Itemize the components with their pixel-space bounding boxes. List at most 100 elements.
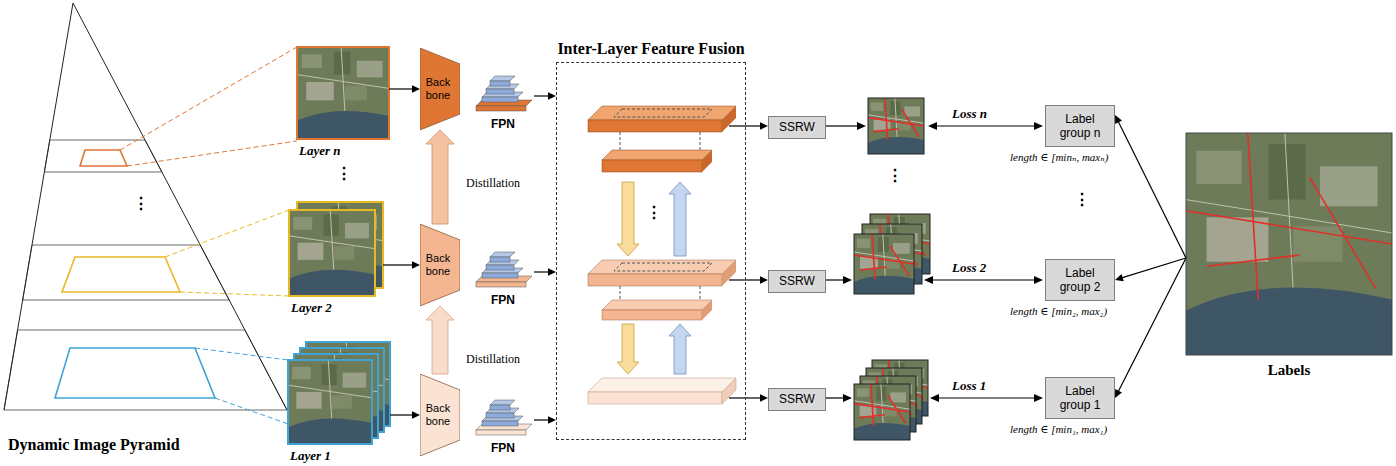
region-title: Inter-Layer Feature Fusion bbox=[517, 39, 785, 58]
output-wire bbox=[729, 279, 746, 280]
ellipsis: ⋮ bbox=[1074, 192, 1090, 208]
edge-label: Distillation bbox=[466, 176, 520, 191]
connector-line bbox=[534, 419, 549, 420]
connector-line bbox=[1122, 258, 1186, 278]
process-box: SSRW bbox=[768, 388, 826, 411]
tile-border bbox=[288, 360, 372, 444]
arrowhead bbox=[843, 276, 852, 284]
output-tile bbox=[854, 234, 914, 294]
process-box: SSRW bbox=[768, 270, 826, 293]
feature-plate bbox=[602, 160, 702, 172]
connector-line bbox=[534, 271, 549, 272]
output-arrow bbox=[826, 397, 844, 398]
layer-tile bbox=[289, 210, 375, 296]
feature-plate bbox=[602, 150, 712, 160]
layer-label: Layer 1 bbox=[290, 448, 331, 464]
figure-label: Dynamic Image Pyramid bbox=[8, 436, 180, 454]
pyramid-slab bbox=[0, 330, 290, 410]
box-label: Label group 2 bbox=[1056, 266, 1104, 295]
flow-arrow bbox=[534, 92, 556, 100]
labels-image: Labels bbox=[1186, 133, 1392, 379]
connector-line bbox=[383, 264, 413, 265]
ellipsis: ⋮ bbox=[336, 166, 352, 182]
length-range: length ∈ [min₁, max₁) bbox=[1010, 423, 1107, 436]
output-wire bbox=[729, 397, 746, 398]
connector-line bbox=[746, 125, 761, 126]
projection-line bbox=[700, 286, 701, 300]
flow-arrow bbox=[389, 85, 420, 93]
ssrw-outputs bbox=[826, 98, 1043, 440]
flow-arrow bbox=[746, 394, 768, 402]
pyramid-edge bbox=[4, 3, 73, 410]
label-group-box: Label group 2 bbox=[1045, 259, 1115, 301]
flow-arrow bbox=[746, 122, 768, 130]
output-arrow bbox=[826, 279, 844, 280]
projection-outline bbox=[614, 263, 712, 271]
bottom-up-arrow bbox=[669, 324, 691, 374]
arrowhead bbox=[548, 416, 556, 424]
feature-plate bbox=[722, 378, 736, 404]
connector-line bbox=[1118, 121, 1186, 258]
layer-tile bbox=[288, 360, 372, 444]
arrowhead bbox=[548, 92, 556, 100]
flow-arrow bbox=[383, 261, 420, 269]
flow-arrow bbox=[1115, 115, 1186, 258]
loss-label: Loss 2 bbox=[952, 260, 986, 276]
leader-line bbox=[127, 141, 297, 166]
pyramid-edge bbox=[73, 3, 287, 410]
projection-line bbox=[620, 286, 621, 300]
feature-plate bbox=[702, 300, 712, 320]
feature-plate bbox=[588, 274, 722, 286]
crop-window bbox=[55, 348, 215, 398]
fpn-label: FPN bbox=[472, 117, 534, 132]
backbone-trapezoid bbox=[420, 374, 460, 456]
fpn-stack bbox=[476, 76, 532, 111]
output-arrow bbox=[826, 125, 858, 126]
ellipsis: ⋮ bbox=[887, 168, 903, 184]
feature-plate bbox=[722, 106, 736, 132]
flow-arrow bbox=[534, 416, 556, 424]
image-caption: Labels bbox=[1186, 361, 1392, 379]
arrowhead bbox=[924, 276, 933, 284]
arrowhead bbox=[857, 122, 866, 130]
leader-line bbox=[215, 398, 288, 424]
arrowhead bbox=[412, 411, 420, 419]
leader-line bbox=[180, 292, 289, 296]
output-tile bbox=[854, 384, 910, 440]
arrowhead bbox=[548, 268, 556, 276]
arrowhead bbox=[1034, 394, 1043, 402]
backbone-label: Back bone bbox=[424, 76, 452, 101]
box-label: SSRW bbox=[779, 274, 815, 288]
distillation-arrow-body bbox=[426, 306, 454, 374]
tile-border bbox=[297, 47, 389, 139]
output-wire bbox=[729, 125, 746, 126]
pyramid-slab bbox=[0, 245, 240, 300]
edge-label: Distillation bbox=[466, 352, 520, 367]
fpn-stack bbox=[476, 252, 532, 287]
arrowhead bbox=[760, 122, 768, 130]
layer-image: Layer 1 bbox=[288, 342, 390, 464]
length-range: length ∈ [min₂, max₂) bbox=[1010, 305, 1107, 318]
crop-window bbox=[62, 257, 180, 292]
tile-border bbox=[854, 384, 910, 440]
loss-label: Loss n bbox=[952, 106, 987, 122]
connector-line bbox=[1118, 258, 1186, 392]
feature-plate bbox=[588, 392, 722, 404]
arrowhead bbox=[843, 394, 852, 402]
crop-window bbox=[80, 150, 127, 166]
arrowhead bbox=[412, 85, 420, 93]
layer-image: Layer n bbox=[297, 47, 389, 159]
fpn-block: FPN bbox=[472, 248, 534, 308]
top-down-arrow bbox=[617, 182, 639, 256]
backbone: Back bone bbox=[420, 48, 460, 130]
process-box: SSRW bbox=[768, 116, 826, 139]
fpn-label: FPN bbox=[472, 441, 534, 456]
layer-label: Layer n bbox=[299, 143, 341, 159]
feature-plate bbox=[588, 260, 736, 274]
image-pyramid bbox=[0, 3, 297, 424]
arrowhead bbox=[1115, 389, 1122, 398]
connector-line bbox=[746, 397, 761, 398]
